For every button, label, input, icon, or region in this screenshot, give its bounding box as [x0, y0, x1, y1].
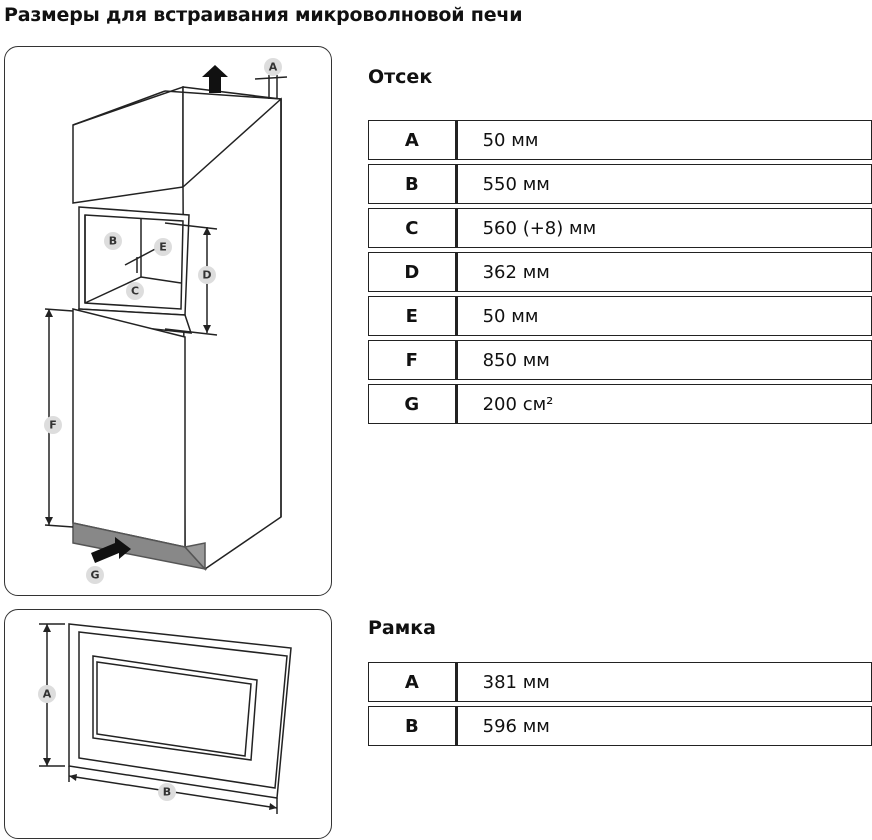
dimension-value: 50 мм [454, 296, 872, 336]
frame-heading: Рамка [368, 617, 436, 639]
dimension-key: G [368, 384, 455, 424]
frame-diagram: A B [38, 623, 292, 814]
dimension-key: F [368, 340, 455, 380]
compartment-diagram: A B E C D F G [44, 58, 288, 584]
label-b: B [109, 235, 117, 248]
dimension-value: 560 (+8) мм [454, 208, 872, 248]
dimension-value: 200 см² [454, 384, 872, 424]
label-g: G [90, 569, 99, 582]
dimension-value: 381 мм [454, 662, 872, 702]
dimension-key: B [368, 164, 455, 204]
dimension-value: 596 мм [454, 706, 872, 746]
dimension-key: E [368, 296, 455, 336]
frame-label-a: A [43, 688, 52, 701]
compartment-heading: Отсек [368, 66, 433, 88]
frame-label-b: B [163, 786, 171, 799]
dimension-key: D [368, 252, 455, 292]
dimension-value: 550 мм [454, 164, 872, 204]
dimension-key: A [368, 662, 455, 702]
dimension-key: A [368, 120, 455, 160]
dimension-key: C [368, 208, 455, 248]
dimension-key: B [368, 706, 455, 746]
label-d: D [202, 269, 211, 282]
page-title: Размеры для встраивания микроволновой пе… [4, 4, 523, 26]
dimension-value: 362 мм [454, 252, 872, 292]
label-e: E [159, 241, 167, 254]
label-a: A [269, 61, 278, 74]
dimension-value: 850 мм [454, 340, 872, 380]
label-c: C [131, 285, 139, 298]
label-f: F [49, 419, 57, 432]
dimension-value: 50 мм [454, 120, 872, 160]
compartment-diagram-panel: A B E C D F G [4, 46, 332, 596]
frame-diagram-panel: A B [4, 609, 332, 839]
